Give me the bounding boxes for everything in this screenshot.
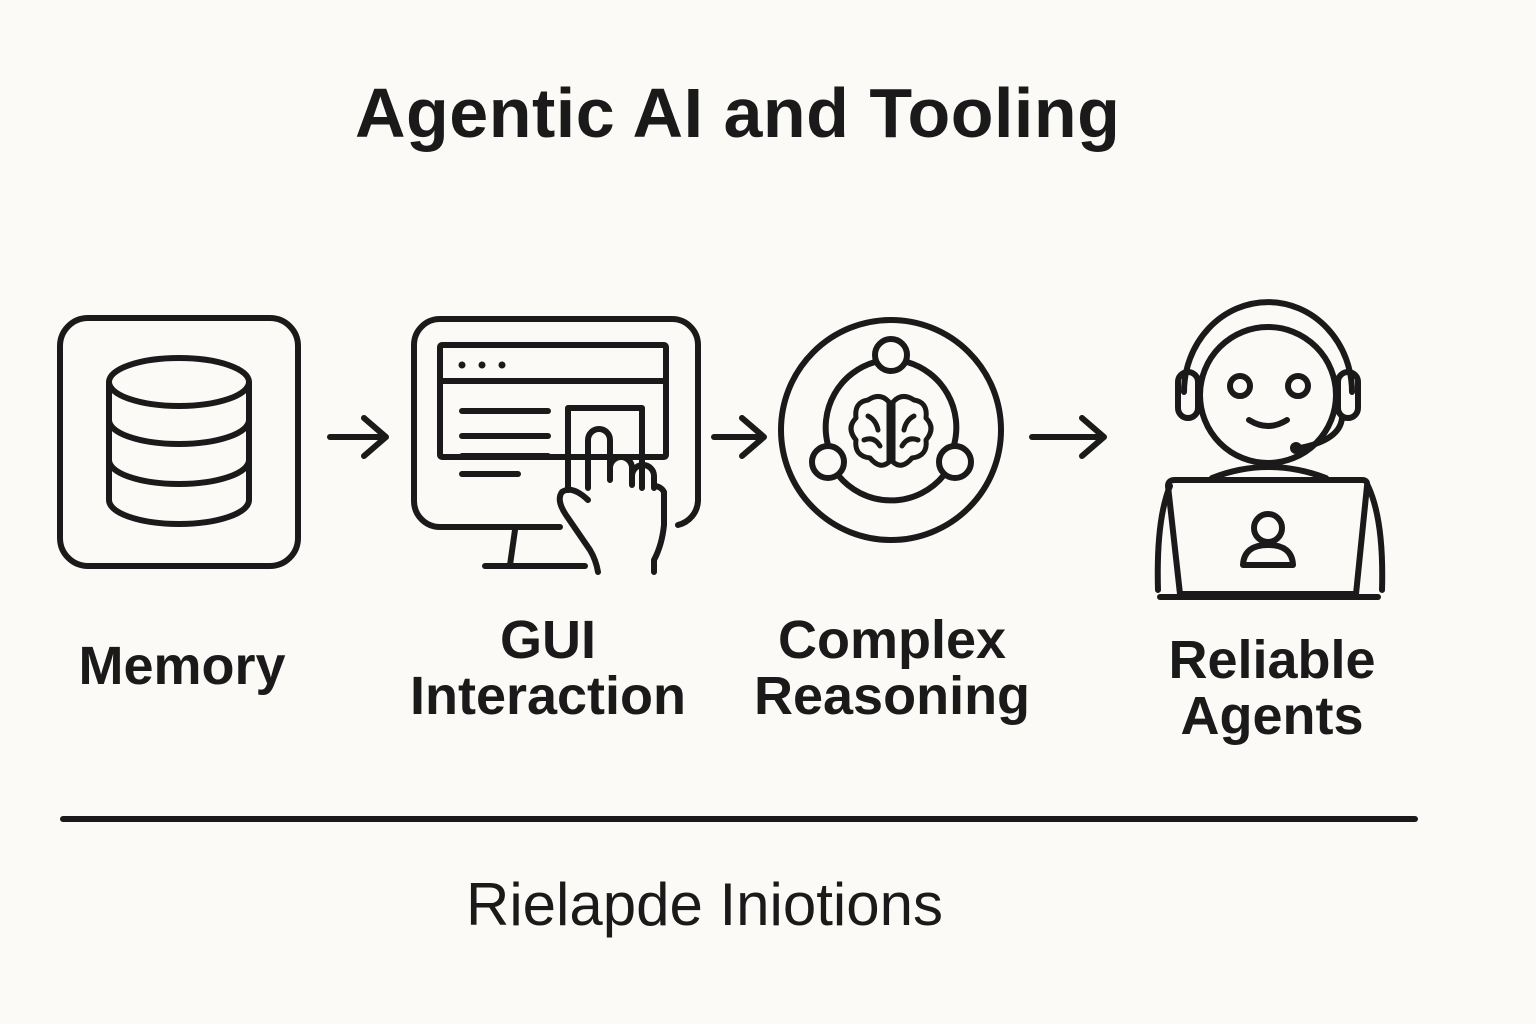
support-agent-icon bbox=[1154, 299, 1386, 600]
step-label-complex-reasoning: Complex Reasoning bbox=[754, 610, 1031, 726]
footer-caption: Rielapde Iniotions bbox=[466, 871, 943, 938]
brain-reasoning-icon bbox=[778, 317, 1004, 543]
step-label-gui-interaction: GUI Interaction bbox=[409, 610, 687, 726]
gui-interaction-icon bbox=[411, 316, 701, 575]
divider-line bbox=[60, 816, 1418, 822]
arrow-right-icon bbox=[711, 415, 767, 459]
arrow-right-icon bbox=[327, 415, 389, 459]
page-title: Agentic AI and Tooling bbox=[355, 74, 1121, 152]
step-label-memory: Memory bbox=[78, 636, 286, 696]
arrow-right-icon bbox=[1029, 415, 1107, 459]
step-label-reliable-agents: Reliable Agents bbox=[1168, 630, 1376, 746]
database-icon bbox=[57, 315, 301, 569]
